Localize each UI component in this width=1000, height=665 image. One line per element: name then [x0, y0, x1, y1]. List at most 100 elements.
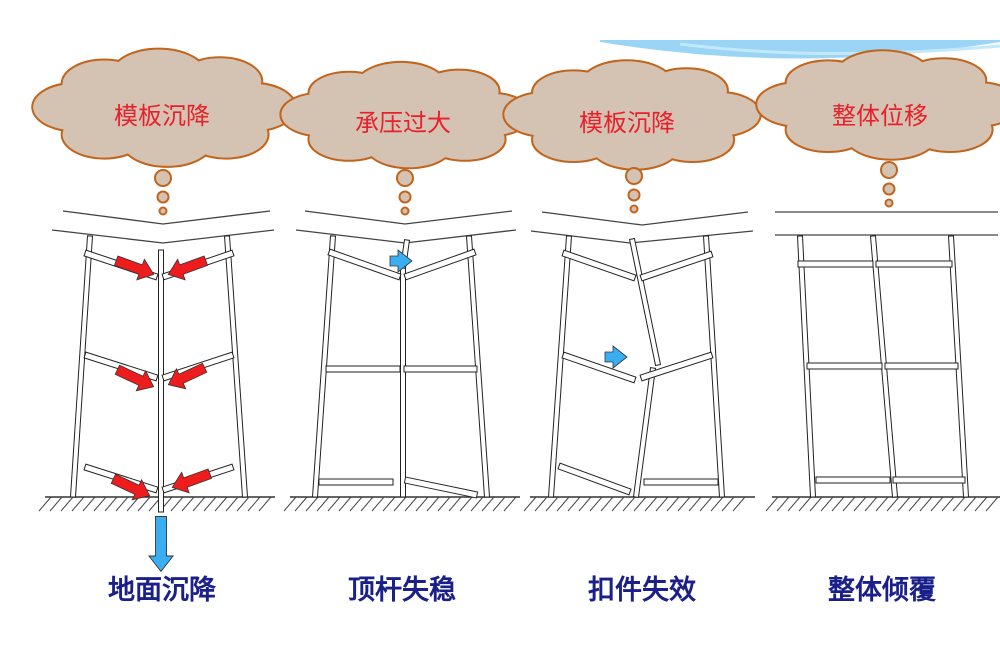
- ground-hatch: [349, 496, 363, 512]
- thought-cloud-4: [755, 49, 1000, 161]
- cloud-label-2: 承压过大: [355, 109, 451, 137]
- arrow-shape: [604, 345, 628, 369]
- horizontal-brace: [797, 260, 874, 268]
- ground-hatch: [820, 496, 834, 512]
- ground-hatch: [600, 496, 614, 512]
- ground-hatch: [104, 496, 118, 512]
- horizontal-brace: [327, 248, 402, 281]
- arrow-shape: [171, 468, 213, 494]
- ground-hatch: [666, 496, 680, 512]
- vertical-pole: [869, 235, 899, 498]
- ground-hatch: [71, 496, 85, 512]
- ground-hatch: [393, 496, 407, 512]
- thought-bubble-3-1: [625, 167, 643, 185]
- ground-hatch: [842, 496, 856, 512]
- horizontal-brace: [639, 351, 714, 382]
- slab-top-3: [541, 211, 749, 226]
- vertical-pole: [632, 367, 657, 498]
- ground-hatch: [677, 496, 691, 512]
- ground-hatch: [578, 496, 592, 512]
- red-force-arrow: [167, 255, 209, 281]
- ground-hatch: [589, 496, 603, 512]
- horizontal-brace: [892, 476, 966, 484]
- arrow-shape: [167, 255, 209, 281]
- ground-hatch: [170, 496, 184, 512]
- ground-hatch: [919, 496, 933, 512]
- ground-hatch: [448, 496, 462, 512]
- horizontal-brace: [561, 249, 637, 282]
- vertical-pole: [223, 235, 249, 498]
- ground-hatch: [688, 496, 702, 512]
- ground-hatch: [952, 496, 966, 512]
- caption-top-rod-instability: 顶杆失稳: [348, 575, 456, 606]
- ground-hatch: [798, 496, 812, 512]
- arrow-shape: [167, 362, 208, 390]
- ground-hatch: [258, 496, 272, 512]
- ground-hatch: [732, 496, 746, 512]
- horizontal-brace: [325, 365, 401, 373]
- ground-hatch: [556, 496, 570, 512]
- ground-hatch: [655, 496, 669, 512]
- caption-fastener-failure: 扣件失效: [588, 575, 696, 606]
- cloud-bump: [811, 69, 963, 147]
- ground-hatch: [809, 496, 823, 512]
- horizontal-brace: [806, 362, 883, 370]
- cloud-label-3: 模板沉降: [579, 109, 675, 137]
- slab-top-1: [62, 210, 271, 225]
- arrow-shape: [114, 364, 155, 392]
- horizontal-brace: [557, 462, 632, 496]
- blue-push-arrow: [604, 345, 628, 369]
- red-force-arrow: [114, 364, 155, 392]
- slab-top-2: [304, 210, 513, 225]
- thought-bubble-1-2: [156, 190, 170, 204]
- ground-hatch: [985, 496, 999, 512]
- arrow-shape: [113, 255, 155, 281]
- thought-cloud-1: [31, 47, 297, 168]
- ground-hatch: [622, 496, 636, 512]
- thought-bubble-3-3: [629, 204, 639, 214]
- cloud-bump: [87, 68, 239, 154]
- ground-hatch: [470, 496, 484, 512]
- ground-hatch: [181, 496, 195, 512]
- horizontal-brace: [884, 362, 959, 370]
- red-force-arrow: [113, 255, 155, 281]
- horizontal-brace: [403, 248, 477, 281]
- horizontal-brace: [318, 478, 394, 486]
- vertical-pole: [400, 267, 406, 498]
- ground-hatch: [415, 496, 429, 512]
- thought-bubble-2-3: [400, 206, 410, 216]
- cloud-bump: [557, 79, 705, 157]
- slab-bottom-1: [51, 229, 275, 244]
- ground-hatch: [49, 496, 63, 512]
- red-force-arrow: [110, 473, 151, 501]
- horizontal-brace: [403, 365, 478, 373]
- thought-cloud-2: [279, 60, 533, 170]
- ground-hatch: [247, 496, 261, 512]
- thought-bubble-2-1: [396, 169, 414, 187]
- ground-hatch: [930, 496, 944, 512]
- red-force-arrow: [167, 362, 208, 390]
- ground-hatch: [534, 496, 548, 512]
- ground-hatch: [776, 496, 790, 512]
- ground-hatch: [908, 496, 922, 512]
- ground-hatch: [710, 496, 724, 512]
- arrow-shape: [389, 249, 413, 273]
- ground-hatch: [225, 496, 239, 512]
- ground-hatch: [567, 496, 581, 512]
- thought-bubble-1-1: [154, 169, 172, 187]
- ground-hatch: [897, 496, 911, 512]
- blue-push-arrow: [389, 249, 413, 273]
- ground-hatch: [974, 496, 988, 512]
- horizontal-brace: [875, 260, 953, 268]
- ground-hatch: [283, 496, 297, 512]
- ground-hatch: [404, 496, 418, 512]
- ground-hatch: [787, 496, 801, 512]
- horizontal-brace: [403, 476, 479, 499]
- thought-cloud-3: [502, 59, 762, 171]
- ground-hatch: [437, 496, 451, 512]
- horizontal-brace: [561, 351, 637, 384]
- ground-hatch: [294, 496, 308, 512]
- ground-hatch: [886, 496, 900, 512]
- ground-hatch: [721, 496, 735, 512]
